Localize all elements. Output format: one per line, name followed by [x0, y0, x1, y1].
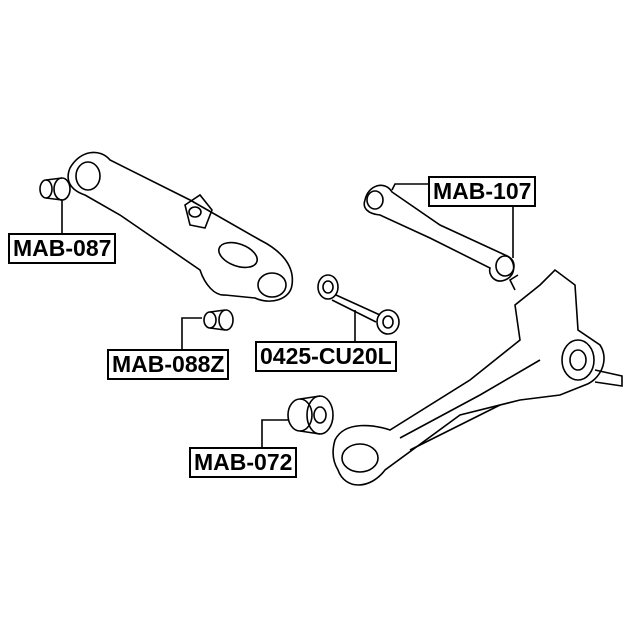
bushing-mab-088z — [181, 309, 234, 349]
part-label-mab-107: MAB-107 — [428, 176, 537, 207]
trailing-arm — [332, 268, 623, 486]
part-label-mab-087: MAB-087 — [8, 233, 117, 264]
part-label-0425-cu20l: 0425-CU20L — [255, 341, 397, 372]
lower-control-arm-front — [67, 151, 294, 302]
part-label-mab-072: MAB-072 — [189, 447, 298, 478]
bushing-mab-072 — [261, 395, 334, 447]
bushing-mab-087 — [39, 177, 71, 233]
part-label-mab-088z: MAB-088Z — [107, 349, 230, 380]
toe-link — [317, 274, 400, 341]
